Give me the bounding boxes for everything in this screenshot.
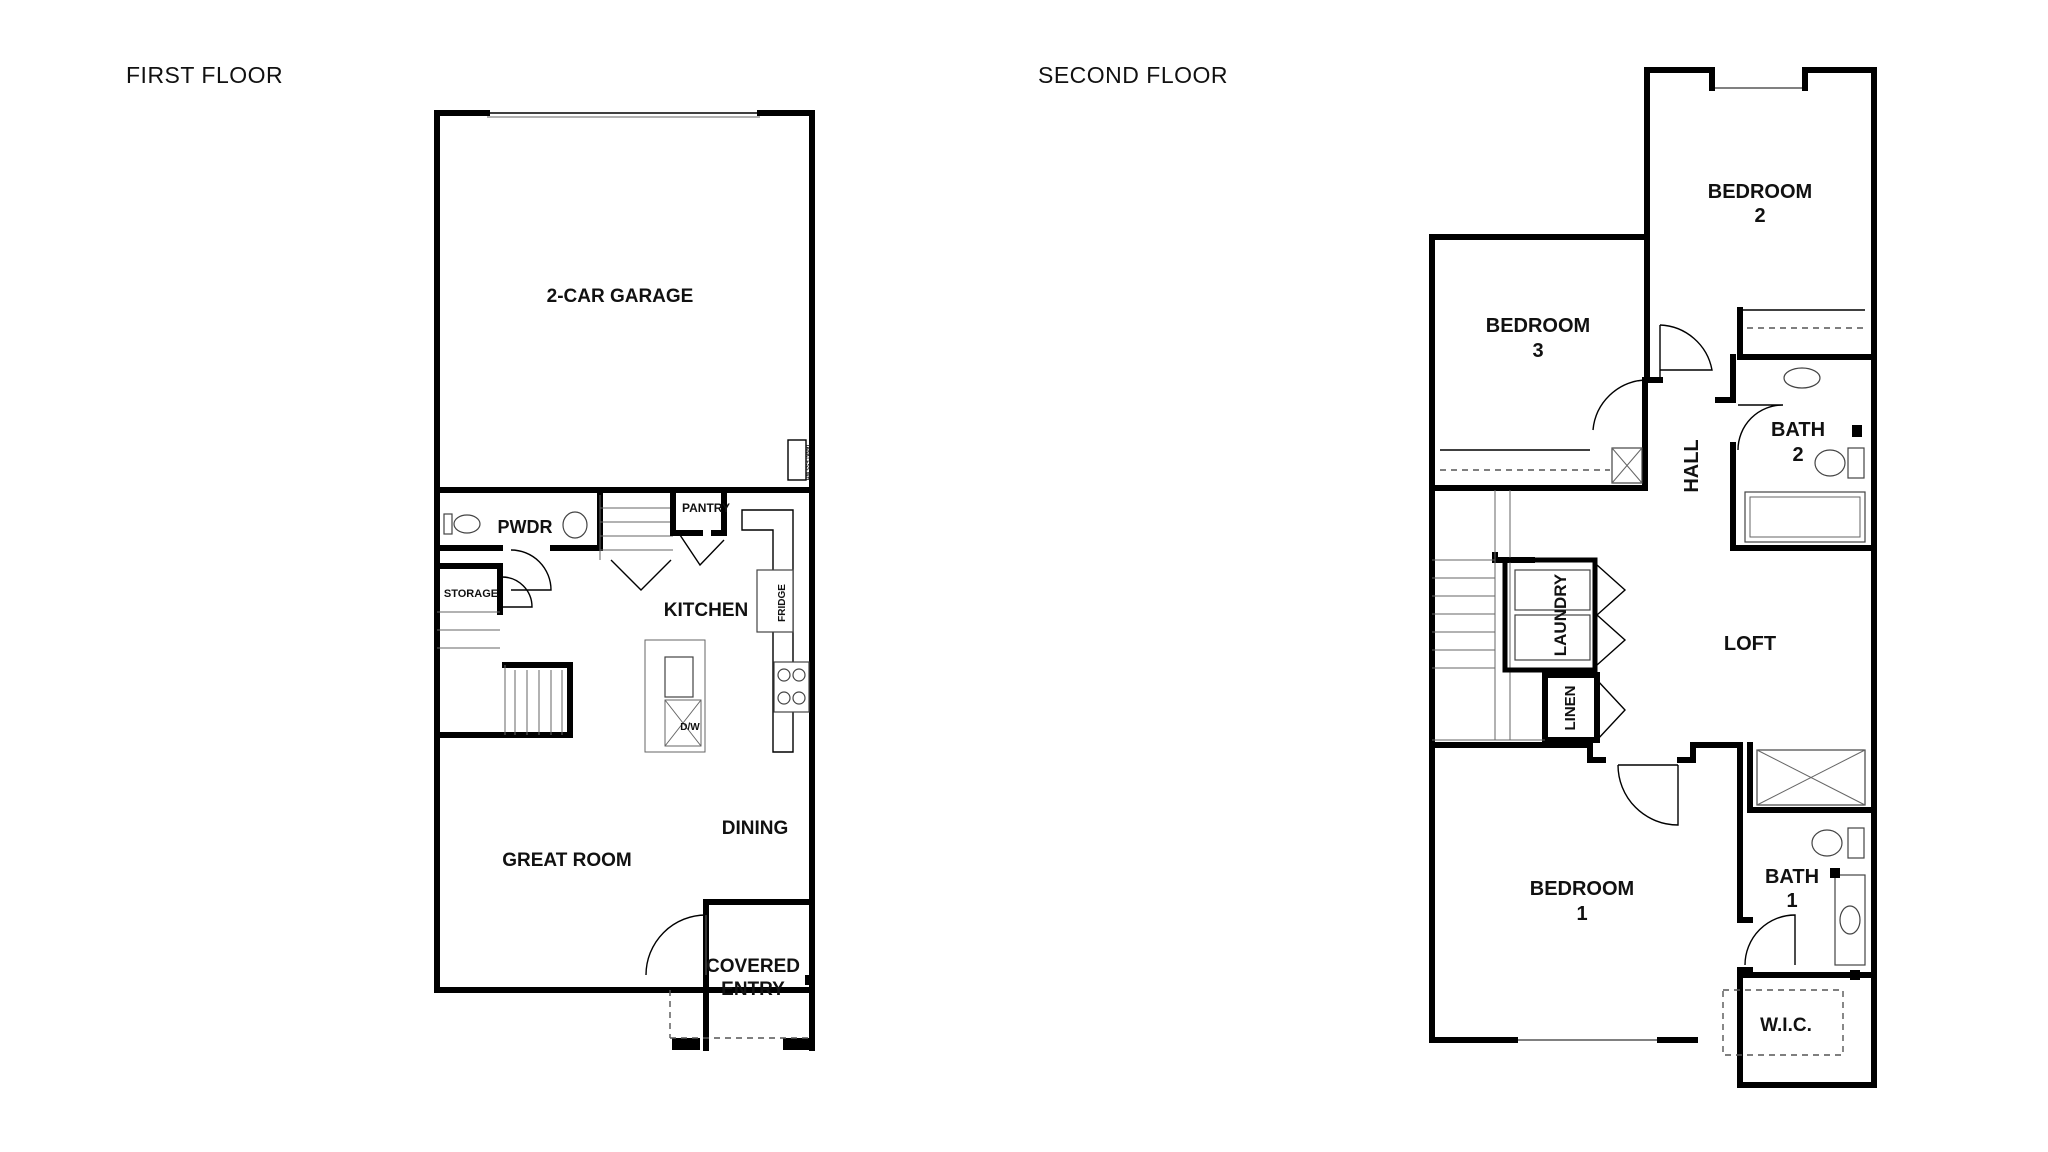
label-hall: HALL (1681, 439, 1703, 492)
label-bedroom1-line2: 1 (1576, 903, 1587, 925)
label-storage: STORAGE (444, 588, 498, 600)
label-great-room: GREAT ROOM (502, 850, 631, 871)
label-tankless: TANKLESS WH (804, 444, 810, 481)
label-wic: W.I.C. (1760, 1015, 1812, 1036)
second-floor-title: SECOND FLOOR (1038, 62, 1228, 88)
label-bedroom3-line2: 3 (1532, 340, 1543, 362)
label-pwdr: PWDR (498, 517, 553, 537)
label-bedroom2-line1: BEDROOM (1708, 181, 1812, 203)
label-covered-entry-line2: ENTRY (721, 979, 785, 1000)
first-floor-title: FIRST FLOOR (126, 62, 283, 88)
label-covered-entry-line1: COVERED (706, 956, 800, 977)
label-fridge: FRIDGE (777, 584, 788, 622)
label-garage: 2-CAR GARAGE (547, 286, 694, 307)
label-loft: LOFT (1724, 633, 1776, 655)
label-bedroom3-line1: BEDROOM (1486, 315, 1590, 337)
label-bath1-line1: BATH (1765, 866, 1819, 888)
label-bath2-line2: 2 (1792, 444, 1803, 466)
first-floor-plan (434, 110, 815, 1051)
label-dw: D/W (680, 722, 700, 733)
label-bath1-line2: 1 (1786, 890, 1797, 912)
label-linen: LINEN (1562, 686, 1579, 731)
label-bath2-line1: BATH (1771, 419, 1825, 441)
label-dining: DINING (722, 818, 789, 839)
label-bedroom1-line1: BEDROOM (1530, 878, 1634, 900)
label-pantry: PANTRY (682, 501, 730, 515)
label-kitchen: KITCHEN (664, 600, 748, 621)
label-bedroom2-line2: 2 (1754, 205, 1765, 227)
second-floor-plan (1429, 67, 1877, 1088)
label-laundry: LAUNDRY (1551, 573, 1570, 656)
